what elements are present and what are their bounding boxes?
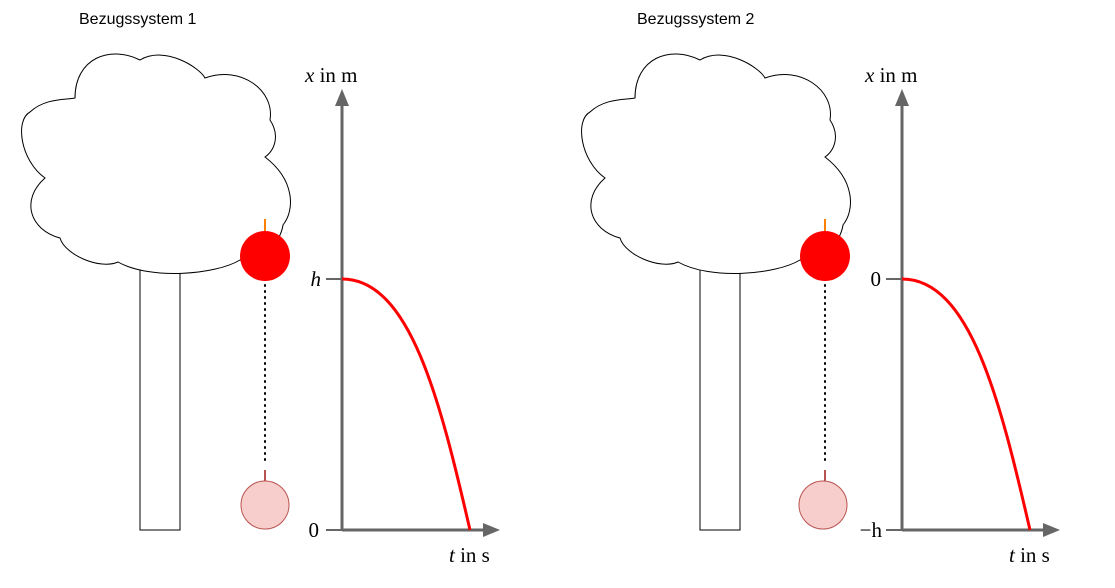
tick-label-top: 0 — [871, 267, 882, 291]
panel-2: Bezugssystem 2 x in m t in s 0 −h — [581, 11, 1060, 567]
y-axis-label: x in m — [864, 63, 918, 87]
y-axis-label: x in m — [304, 63, 358, 87]
apple-fallen-faded — [798, 480, 848, 530]
tick-label-bottom: 0 — [309, 518, 320, 542]
panel-title: Bezugssystem 2 — [637, 11, 754, 28]
tree — [21, 53, 291, 531]
apple-fallen-faded — [240, 480, 290, 530]
tick-label-top: h — [311, 267, 322, 291]
panel-title: Bezugssystem 1 — [79, 11, 196, 28]
x-axis-label: t in s — [1009, 543, 1050, 567]
panel-1: Bezugssystem 1 x in m t in s h 0 — [21, 11, 500, 567]
apple — [800, 231, 850, 281]
tree-trunk — [699, 261, 741, 531]
tree — [581, 53, 851, 531]
fall-curve — [341, 277, 472, 531]
x-axis-arrowhead — [483, 523, 500, 537]
x-axis-arrowhead — [1043, 523, 1060, 537]
tick-label-bottom: −h — [860, 518, 883, 542]
fall-curve — [901, 277, 1032, 531]
y-axis-arrowhead — [895, 89, 909, 106]
apple — [240, 231, 290, 281]
tree-trunk — [139, 261, 181, 531]
x-axis-label: t in s — [449, 543, 490, 567]
y-axis-arrowhead — [335, 89, 349, 106]
